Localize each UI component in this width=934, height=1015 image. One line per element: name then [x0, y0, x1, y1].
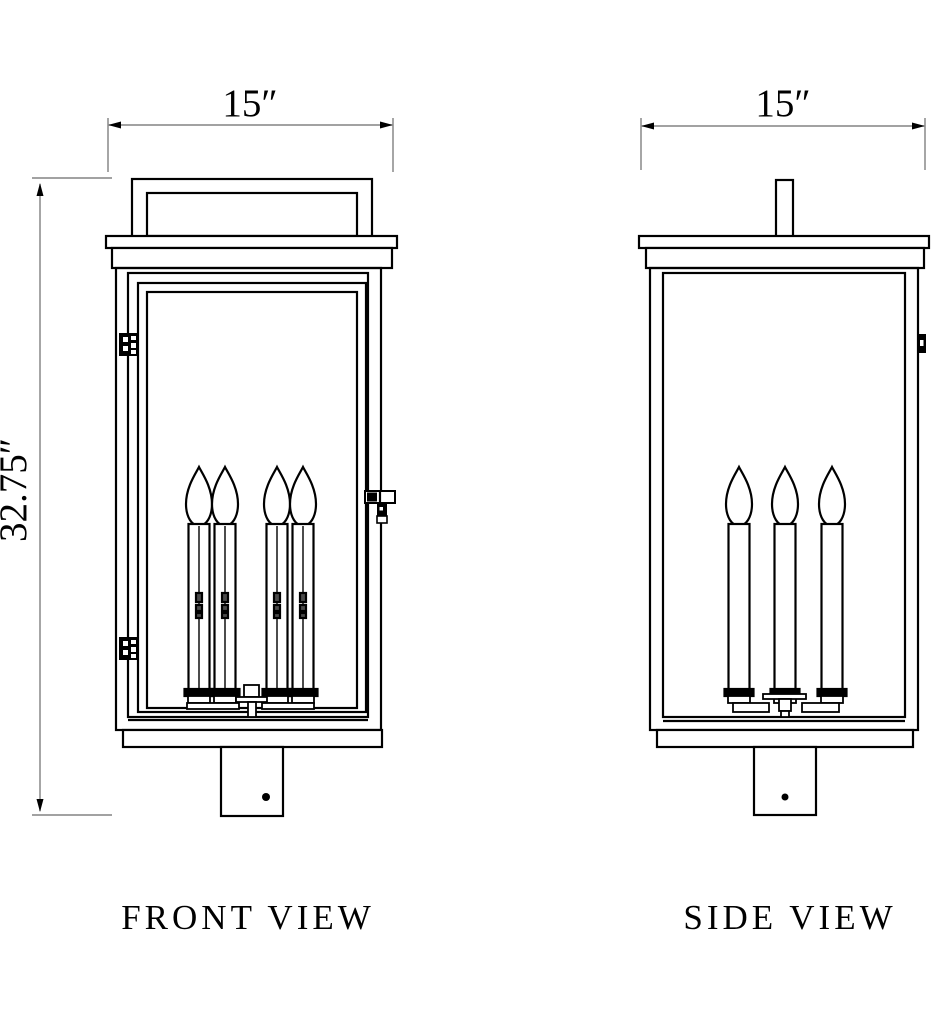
- arrowhead-left-icon: [641, 122, 654, 130]
- front-width-dimension-label: 15″: [222, 82, 277, 125]
- arrowhead-left-icon: [108, 121, 121, 129]
- candle-cluster-base: [732, 693, 840, 718]
- candle: [287, 465, 319, 705]
- candle: [769, 465, 801, 705]
- base-plate: [121, 728, 384, 749]
- candle: [183, 465, 215, 705]
- lid-cap-band: [644, 246, 926, 270]
- height-dimension: 32.75″: [0, 177, 112, 816]
- lid-top-plate: [637, 234, 931, 250]
- side-view-caption: SIDE VIEW: [683, 898, 896, 937]
- front-width-dimension: 15″: [107, 82, 394, 172]
- height-dimension-label: 32.75″: [0, 438, 35, 542]
- lid-top-plate: [104, 234, 399, 250]
- set-screw-icon: [781, 793, 789, 801]
- candle: [723, 465, 755, 705]
- handle-inner: [145, 191, 359, 238]
- lid-cap-band: [110, 246, 394, 270]
- arrowhead-right-icon: [380, 121, 393, 129]
- side-view-drawing: [637, 178, 931, 817]
- handle-edge: [774, 178, 795, 239]
- hinge-bottom: [119, 637, 139, 660]
- post-mount: [219, 745, 285, 818]
- post-mount: [752, 745, 818, 817]
- arrowhead-right-icon: [912, 122, 925, 130]
- set-screw-icon: [262, 793, 270, 801]
- front-view-drawing: [104, 177, 399, 818]
- glass-pane: [145, 290, 359, 710]
- body-inner-frame: [126, 271, 370, 719]
- candle-cluster-base: [186, 684, 315, 718]
- base-plate: [655, 728, 915, 749]
- arrowhead-down-icon: [36, 799, 44, 812]
- candle: [816, 465, 848, 705]
- candle: [209, 465, 241, 705]
- candle: [261, 465, 293, 705]
- latch-edge: [917, 334, 926, 353]
- front-view-caption: FRONT VIEW: [121, 898, 375, 937]
- body-outer-frame: [114, 266, 383, 732]
- side-width-dimension-label: 15″: [755, 82, 810, 125]
- door-latch: [364, 490, 396, 524]
- hinge-top: [119, 333, 139, 356]
- side-width-dimension: 15″: [640, 82, 926, 170]
- arrowhead-up-icon: [36, 183, 44, 196]
- door-frame: [136, 281, 368, 714]
